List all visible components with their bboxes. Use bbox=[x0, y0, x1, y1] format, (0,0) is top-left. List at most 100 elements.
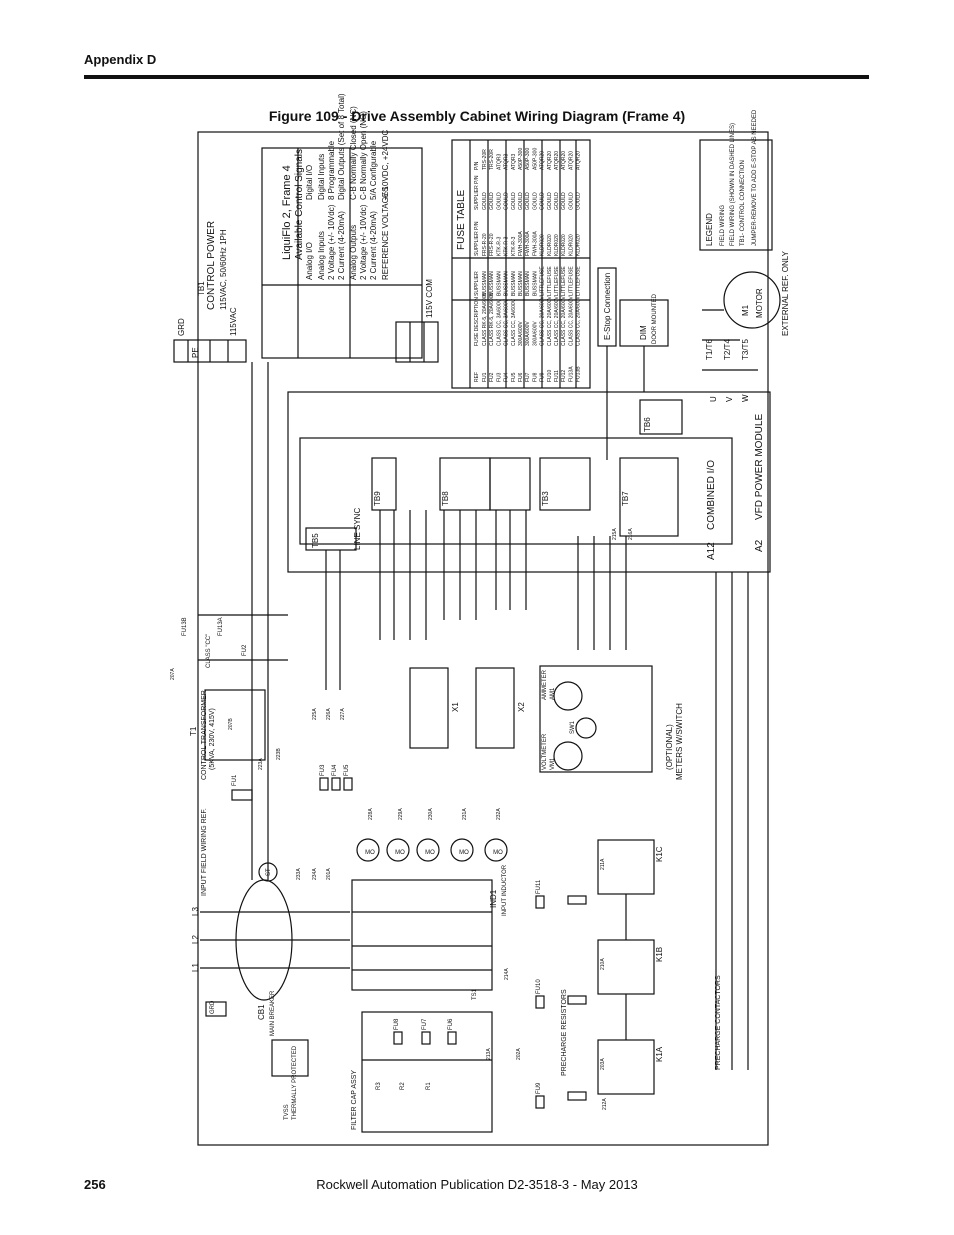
fuse-table-cell: KLDR020 bbox=[561, 234, 567, 256]
fuse-table-cell: FU2 bbox=[489, 372, 495, 382]
mo-5-label: MO bbox=[493, 850, 503, 856]
control-transformer-label: CONTROL TRANSFORMER bbox=[201, 690, 208, 780]
legend-item-0: FIELD WIRING bbox=[720, 205, 726, 246]
input-inductor-label: INPUT INDUCTOR bbox=[502, 864, 508, 916]
contactor-k1b bbox=[597, 939, 655, 995]
control-signals-subtitle: Available Control Signals bbox=[294, 149, 305, 260]
t1t6-label: T1/T6 bbox=[705, 339, 714, 360]
a2-label: A2 bbox=[754, 539, 765, 552]
cs-row-4-a: 2 Voltage (+/- 10Vdc) bbox=[359, 204, 368, 280]
external-ref-label: EXTERNAL REF. ONLY bbox=[781, 250, 790, 336]
fuse-table-header: SUPPLIER P/N bbox=[474, 221, 480, 256]
thermally-protected-label: THERMALLY PROTECTED bbox=[292, 1045, 298, 1120]
legend-item-2: TB1- CONTROL CONNECTION bbox=[740, 160, 746, 246]
grd-label: GRD bbox=[177, 318, 186, 336]
meters-label: METERS W/SWITCH bbox=[675, 703, 684, 780]
cs-row-5-b: 5/A Configurable bbox=[369, 140, 378, 200]
fuse-table-cell: CLASS CC, 20A/600V bbox=[540, 296, 546, 346]
fu5-label: FU5 bbox=[344, 764, 350, 776]
wire-number: 232A bbox=[496, 808, 502, 820]
fuse-table-header: SUPPLIER bbox=[474, 271, 480, 296]
dim-label: DIM bbox=[639, 325, 648, 340]
fuse-table-cell: BUSSMAN bbox=[496, 271, 502, 296]
fuse-table-cell: LITTLEFUSE bbox=[576, 266, 582, 296]
fuse-table-cell: CLASS RK-5, 20A/600V bbox=[482, 291, 488, 346]
wire-number: 214A bbox=[504, 968, 510, 980]
cs-row-6-b: +/-10VDC, +24VDC bbox=[381, 130, 390, 200]
tb3-label: TB3 bbox=[541, 491, 550, 506]
fuse-table-cell: BUSSMAN bbox=[518, 271, 524, 296]
fu7-label: FU7 bbox=[422, 1018, 428, 1030]
fuse-table-cell: GOULD bbox=[532, 192, 538, 210]
fuse-table-header: FUSE DESCRIPTION bbox=[474, 297, 480, 346]
ind1-label: IND1 bbox=[489, 889, 498, 908]
fu2-label: FU2 bbox=[242, 644, 248, 656]
combined-io-label: COMBINED I/O bbox=[706, 460, 717, 530]
fuse-table-cell: FU13B bbox=[576, 366, 582, 382]
fuse-table-cell: FWH-300A bbox=[532, 231, 538, 256]
fuse-table-cell: KTK-R-3 bbox=[504, 236, 510, 256]
fuse-table-cell: GOULD bbox=[504, 192, 510, 210]
wire-number: 227A bbox=[340, 708, 346, 720]
l1-label: L1 bbox=[191, 963, 200, 972]
control-signals-table bbox=[261, 147, 423, 359]
tb7-label: TB7 bbox=[621, 491, 630, 506]
pe-label: PE bbox=[191, 347, 200, 358]
fuse-table-cell: GOULD bbox=[511, 192, 517, 210]
fuse-table-cell: GOULD bbox=[547, 192, 553, 210]
diagram-frame bbox=[197, 131, 769, 1146]
fuse-table-cell: BUSSMAN bbox=[511, 271, 517, 296]
fuse-table-cell: FRS-R-20 bbox=[482, 233, 488, 256]
dim-sublabel: DOOR MOUNTED bbox=[652, 293, 658, 344]
vfd-power-module bbox=[287, 391, 771, 573]
ct-spec-label: (5KVA, 230V, 415V) bbox=[209, 708, 216, 770]
fuse-table-cell: ATQR3 bbox=[511, 153, 517, 170]
wire-number: 225A bbox=[312, 708, 318, 720]
fuse-table-cell: KLDR020 bbox=[554, 234, 560, 256]
fuse-table-cell: GOULD bbox=[518, 192, 524, 210]
control-signals-title: LiquiFlo 2, Frame 4 bbox=[281, 165, 293, 260]
a12-label: A12 bbox=[706, 542, 717, 560]
fuse-table-cell: FU13A bbox=[568, 366, 574, 382]
fuse-table-cell: FWH-300A bbox=[525, 231, 531, 256]
ts1-label: TS1 bbox=[472, 988, 478, 1000]
optional-label: (OPTIONAL) bbox=[665, 724, 674, 770]
publication-info: Rockwell Automation Publication D2-3518-… bbox=[316, 1177, 638, 1192]
fuse-table-cell: LITTLEFUSE bbox=[547, 266, 553, 296]
line-sync-label: LINE SYNC bbox=[353, 508, 362, 550]
fuse-table-cell: GOULD bbox=[561, 192, 567, 210]
tb5-label: TB5 bbox=[311, 533, 320, 548]
fuse-table-cell: ATQR20 bbox=[554, 151, 560, 170]
u-label: U bbox=[709, 396, 718, 402]
115vac-label: 115VAC bbox=[229, 307, 238, 336]
fuse-table-cell: 300A/600V bbox=[518, 321, 524, 346]
v-label: V bbox=[725, 396, 734, 402]
cs-row-4-b: C-B Normally Open (NO) bbox=[359, 111, 368, 200]
wire-number: 207B bbox=[228, 718, 234, 730]
tvss bbox=[271, 1039, 309, 1077]
cs-row-3-b: C-B Normally Closed (NC) bbox=[349, 106, 358, 200]
fuse-table-cell: GOULD bbox=[540, 192, 546, 210]
cs-row-1-a: 2 Voltage (+/- 10Vdc) bbox=[327, 204, 336, 280]
input-inductor bbox=[351, 879, 493, 991]
precharge-contactors-label: PRECHARGE CONTACTORS bbox=[715, 975, 722, 1070]
combined-io-board bbox=[299, 437, 733, 545]
l2-label: L2 bbox=[191, 935, 200, 944]
st-label: ST bbox=[266, 868, 272, 876]
fu13a-label: FU13A bbox=[218, 617, 224, 636]
wire-number: 212A bbox=[602, 1098, 608, 1110]
ammeter-label: AMMETER bbox=[542, 669, 548, 700]
fuse-table-cell: CLASS CC, 20A/600V bbox=[576, 296, 582, 346]
fuse-table-cell: GOULD bbox=[576, 192, 582, 210]
section-header: Appendix D bbox=[84, 52, 157, 67]
legend-box bbox=[699, 139, 773, 251]
k1b-label: K1B bbox=[655, 947, 664, 962]
wire-number: 202A bbox=[516, 1048, 522, 1060]
fuse-table-cell: FU3 bbox=[496, 372, 502, 382]
fuse-table-cell: KLDR020 bbox=[540, 234, 546, 256]
fuse-table-cell: ATQR20 bbox=[576, 151, 582, 170]
cs-row-2-a: 2 Current (4-20mA) bbox=[337, 211, 346, 280]
fuse-table-cell: BUSSMAN bbox=[504, 271, 510, 296]
fuse-table-cell: A50P-300 bbox=[518, 148, 524, 170]
fuse-table-cell: CLASS RK-5, 20A/600V bbox=[489, 291, 495, 346]
